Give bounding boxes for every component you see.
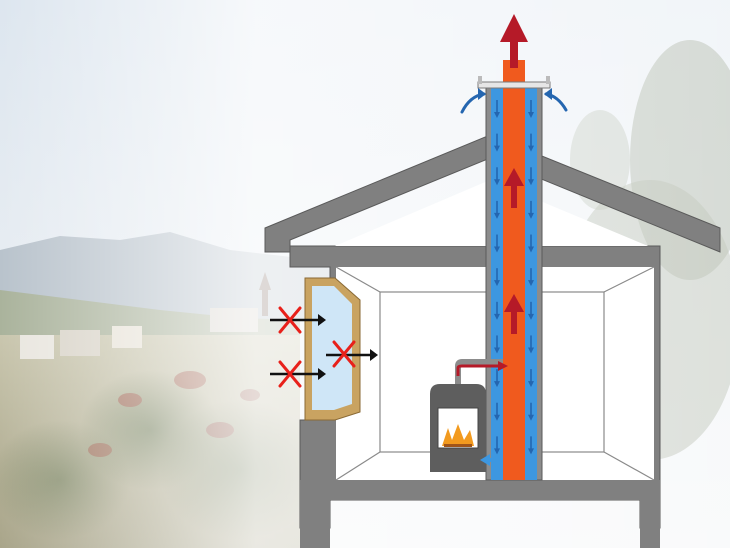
downflow-arrow-icon — [528, 381, 534, 388]
downflow-arrow-icon — [528, 280, 534, 287]
flame-icon — [442, 424, 474, 447]
stove-exhaust-arrow-icon — [456, 364, 500, 376]
downflow-arrow-icon — [528, 347, 534, 354]
downflow-arrow-icon — [494, 347, 500, 354]
window-glass — [312, 286, 352, 410]
cross-icon — [332, 340, 356, 368]
chimney-cap — [477, 81, 551, 89]
air-intake-arrows — [460, 88, 568, 114]
flue-gas-arrows — [500, 14, 528, 334]
cross-icon — [278, 360, 302, 388]
blocked-draft-3 — [326, 340, 378, 368]
exhaust-arrow-icon — [500, 14, 528, 68]
downflow-arrow-icon — [528, 145, 534, 152]
foundation-left — [300, 500, 330, 548]
chimney — [477, 60, 551, 481]
downflow-arrow-icon — [528, 313, 534, 320]
floor-slab — [300, 480, 660, 500]
downflow-arrow-icon — [494, 448, 500, 455]
downflow-arrow-icon — [494, 112, 500, 118]
blocked-draft-2 — [270, 360, 326, 388]
flue-arrow-icon-2 — [504, 294, 524, 334]
air-downflow-arrows — [494, 100, 534, 455]
downflow-arrow-icon — [528, 414, 534, 421]
downflow-arrow-icon — [528, 179, 534, 186]
downflow-arrow-icon — [494, 381, 500, 388]
downflow-arrow-icon — [528, 112, 534, 118]
downflow-arrow-icon — [494, 212, 500, 219]
downflow-arrow-icon — [494, 280, 500, 287]
downflow-arrow-icon — [528, 246, 534, 253]
window — [304, 277, 361, 421]
blocked-drafts — [270, 306, 378, 388]
downflow-arrow-icon — [494, 414, 500, 421]
foundation-right — [640, 500, 660, 548]
downflow-arrow-icon — [494, 313, 500, 320]
flue-pipe — [503, 60, 525, 480]
blocked-draft-1 — [270, 306, 326, 334]
downflow-arrow-icon — [494, 179, 500, 186]
downflow-arrow-icon — [494, 246, 500, 253]
flue-arrow-icon-1 — [504, 168, 524, 208]
downflow-arrow-icon — [528, 212, 534, 219]
downflow-arrow-icon — [494, 145, 500, 152]
cross-icon — [278, 306, 302, 334]
stove — [430, 359, 508, 472]
downflow-arrow-icon — [528, 448, 534, 455]
